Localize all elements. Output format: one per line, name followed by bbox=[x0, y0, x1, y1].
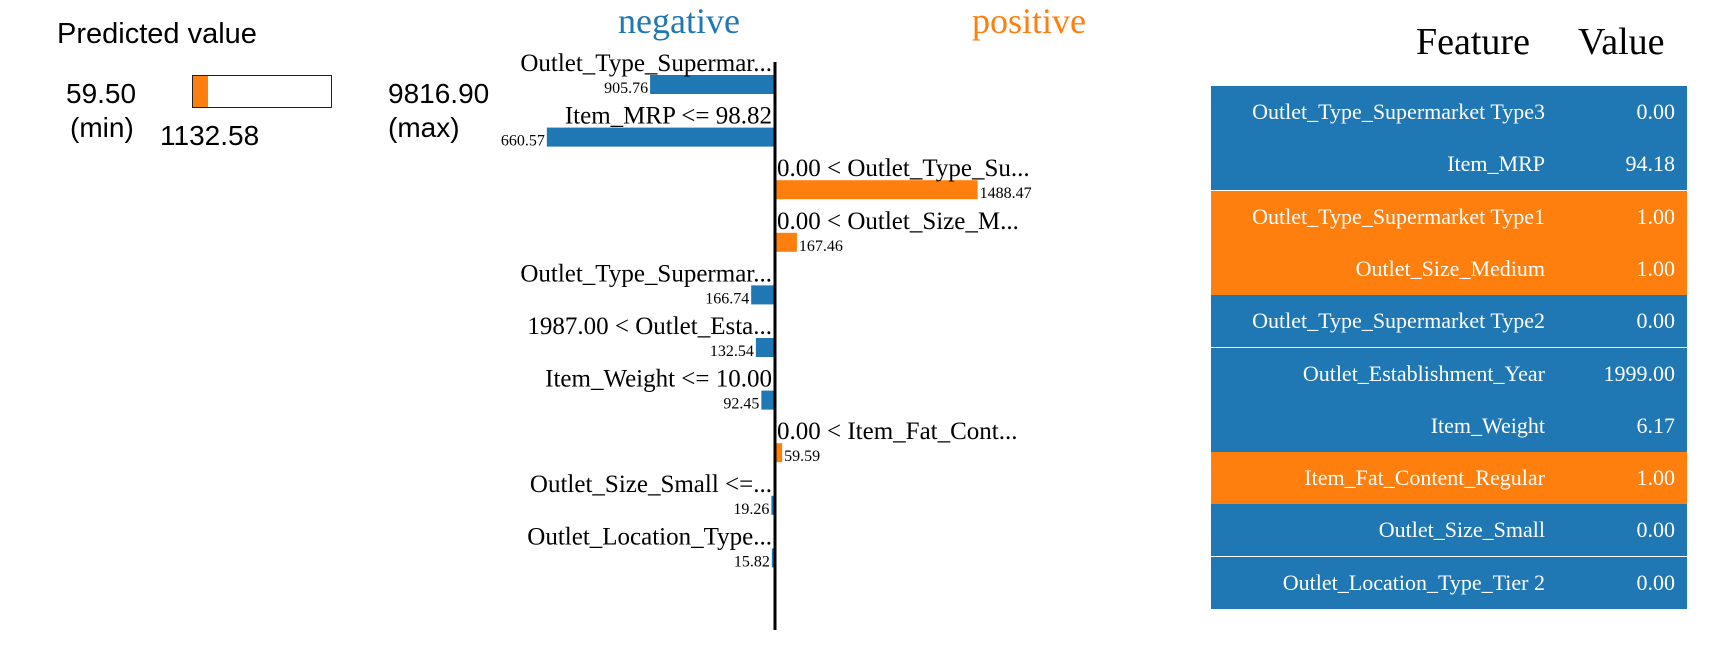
table-cell-feature: Outlet_Establishment_Year bbox=[1302, 360, 1545, 386]
table-row: Item_Fat_Content_Regular 1.00 bbox=[1211, 452, 1687, 505]
bar-value-label: 166.74 bbox=[705, 290, 749, 307]
table-cell-value: 6.17 bbox=[1636, 412, 1676, 438]
bar-label: Outlet_Size_Small <=... bbox=[530, 471, 772, 498]
table-row: Outlet_Type_Supermarket Type2 0.00 bbox=[1211, 295, 1687, 348]
predicted-max-label: (max) bbox=[388, 112, 460, 143]
bar-value-label: 167.46 bbox=[799, 238, 843, 255]
bar-label: Item_Weight <= 10.00 bbox=[545, 366, 772, 393]
negative-heading: negative bbox=[618, 1, 740, 41]
bar-value-label: 92.45 bbox=[723, 396, 759, 413]
bar-value-label: 1488.47 bbox=[980, 185, 1032, 202]
table-cell-value: 0.00 bbox=[1636, 517, 1676, 543]
predicted-value-bar-fill bbox=[193, 76, 209, 107]
table-row: Outlet_Size_Medium 1.00 bbox=[1211, 242, 1687, 295]
contribution-bar bbox=[761, 390, 774, 410]
contribution-bar bbox=[650, 75, 774, 94]
table-header-feature: Feature bbox=[1416, 21, 1530, 63]
predicted-value-bar bbox=[192, 75, 332, 108]
contribution-bar bbox=[546, 127, 774, 147]
table-cell-feature: Outlet_Size_Small bbox=[1378, 517, 1545, 543]
bar-label: 0.00 < Outlet_Type_Su... bbox=[777, 155, 1030, 182]
contribution-bar bbox=[751, 285, 774, 305]
table-row: Item_MRP 94.18 bbox=[1211, 138, 1687, 191]
table-row: Outlet_Location_Type_Tier 2 0.00 bbox=[1211, 556, 1687, 609]
table-cell-feature: Outlet_Size_Medium bbox=[1355, 255, 1545, 281]
table-cell-value: 1.00 bbox=[1636, 465, 1676, 491]
table-row: Outlet_Type_Supermarket Type3 0.00 bbox=[1211, 86, 1687, 138]
predicted-value-title: Predicted value bbox=[57, 18, 257, 50]
bar-label: 0.00 < Item_Fat_Cont... bbox=[777, 418, 1017, 445]
bar-value-label: 59.59 bbox=[784, 448, 820, 465]
table-cell-value: 0.00 bbox=[1636, 99, 1676, 124]
bar-value-label: 15.82 bbox=[734, 553, 770, 570]
contribution-bar bbox=[774, 443, 783, 463]
bar-value-label: 19.26 bbox=[733, 501, 769, 518]
bar-label: 0.00 < Outlet_Size_M... bbox=[777, 208, 1019, 235]
bar-value-label: 905.76 bbox=[604, 80, 648, 97]
table-cell-value: 1.00 bbox=[1636, 203, 1676, 229]
contribution-chart: negative positive Outlet_Type_Supermar..… bbox=[493, 0, 1180, 642]
bar-value-label: 132.54 bbox=[710, 343, 754, 360]
table-cell-feature: Item_Fat_Content_Regular bbox=[1304, 465, 1545, 491]
table-cell-feature: Outlet_Type_Supermarket Type1 bbox=[1252, 203, 1545, 229]
table-cell-feature: Item_MRP bbox=[1447, 151, 1545, 177]
table-cell-value: 1.00 bbox=[1636, 255, 1676, 281]
table-cell-feature: Outlet_Location_Type_Tier 2 bbox=[1282, 569, 1545, 595]
predicted-max-value: 9816.90 bbox=[388, 78, 490, 109]
bar-label: Item_MRP <= 98.82 bbox=[565, 103, 772, 130]
contribution-bar bbox=[771, 548, 774, 568]
table-cell-feature: Outlet_Type_Supermarket Type2 bbox=[1252, 308, 1545, 334]
contribution-bar bbox=[774, 232, 797, 252]
table-row: Outlet_Establishment_Year 1999.00 bbox=[1211, 347, 1687, 400]
table-cell-value: 1999.00 bbox=[1603, 360, 1676, 386]
table-cell-value: 94.18 bbox=[1625, 151, 1676, 177]
predicted-min-value: 59.50 bbox=[66, 78, 137, 109]
contribution-bar bbox=[771, 495, 774, 515]
table-cell-value: 0.00 bbox=[1636, 569, 1676, 595]
table-header-value: Value bbox=[1578, 21, 1665, 63]
bar-label: Outlet_Type_Supermar... bbox=[520, 260, 772, 287]
table-row: Item_Weight 6.17 bbox=[1211, 399, 1687, 452]
positive-heading: positive bbox=[972, 1, 1086, 41]
bar-label: 1987.00 < Outlet_Esta... bbox=[527, 313, 772, 340]
table-row: Outlet_Size_Small 0.00 bbox=[1211, 504, 1687, 557]
table-cell-value: 0.00 bbox=[1636, 308, 1676, 334]
bar-label: Outlet_Type_Supermar... bbox=[520, 50, 772, 77]
predicted-value: 1132.58 bbox=[160, 120, 260, 151]
table-cell-feature: Outlet_Type_Supermarket Type3 bbox=[1252, 99, 1545, 124]
table-cell-feature: Item_Weight bbox=[1430, 412, 1545, 438]
contribution-bar bbox=[774, 180, 978, 200]
contribution-bar bbox=[755, 338, 774, 357]
bar-value-label: 1660.57 bbox=[500, 133, 545, 150]
predicted-min-label: (min) bbox=[70, 112, 134, 143]
table-row: Outlet_Type_Supermarket Type1 1.00 bbox=[1211, 190, 1687, 243]
bar-label: Outlet_Location_Type... bbox=[527, 523, 772, 550]
